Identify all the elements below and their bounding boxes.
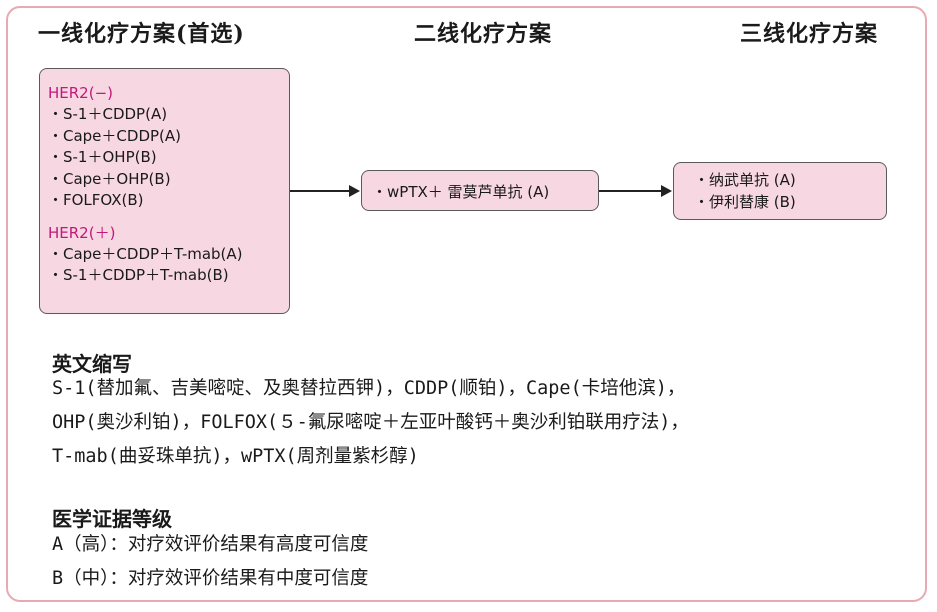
second-line-title: 二线化疗方案 bbox=[414, 21, 553, 47]
regimen-item: ・Cape＋OHP(B) bbox=[48, 169, 171, 188]
third-line-regimen-box: ・纳武单抗 (A) ・伊利替康 (B) bbox=[673, 162, 887, 220]
regimen-item: ・Cape＋CDDP＋T-mab(A) bbox=[48, 244, 243, 263]
first-line-title: 一线化疗方案(首选) bbox=[38, 21, 245, 47]
regimen-item: ・S-1＋OHP(B) bbox=[48, 148, 157, 166]
first-line-regimen-box: HER2(−) ・S-1＋CDDP(A) ・Cape＋CDDP(A) ・S-1＋… bbox=[39, 68, 290, 314]
regimen-item: ・纳武单抗 (A) bbox=[694, 171, 796, 189]
abbreviation-line: T-mab(曲妥珠单抗)，wPTX(周剂量紫杉醇) bbox=[52, 446, 419, 467]
evidence-line: A（高）：对疗效评价结果有高度可信度 bbox=[52, 534, 369, 555]
evidence-line: B（中）：对疗效评价结果有中度可信度 bbox=[52, 568, 369, 589]
outer-frame bbox=[6, 6, 927, 602]
her2-negative-label: HER2(−) bbox=[48, 84, 113, 102]
regimen-item: ・S-1＋CDDP(A) bbox=[48, 105, 168, 123]
second-line-regimen-box: ・wPTX＋ 雷莫芦单抗 (A) bbox=[361, 170, 599, 211]
third-line-title: 三线化疗方案 bbox=[740, 21, 879, 47]
abbreviation-line: OHP(奥沙利铂)，FOLFOX(５-氟尿嘧啶＋左亚叶酸钙＋奥沙利铂联用疗法)， bbox=[52, 412, 689, 433]
regimen-item: ・wPTX＋ 雷莫芦单抗 (A) bbox=[372, 183, 550, 201]
evidence-title: 医学证据等级 bbox=[52, 507, 172, 531]
regimen-item: ・FOLFOX(B) bbox=[48, 191, 144, 209]
arrow-second-to-third bbox=[599, 185, 672, 197]
abbreviations-title: 英文缩写 bbox=[52, 352, 132, 376]
arrow-first-to-second bbox=[290, 185, 360, 197]
her2-positive-label: HER2(＋) bbox=[48, 223, 116, 242]
regimen-item: ・S-1＋CDDP＋T-mab(B) bbox=[48, 266, 229, 284]
abbreviation-line: S-1(替加氟、吉美嘧啶、及奥替拉西钾)，CDDP(顺铂)，Cape(卡培他滨)… bbox=[52, 378, 686, 399]
regimen-item: ・伊利替康 (B) bbox=[694, 192, 796, 211]
regimen-item: ・Cape＋CDDP(A) bbox=[48, 126, 182, 145]
